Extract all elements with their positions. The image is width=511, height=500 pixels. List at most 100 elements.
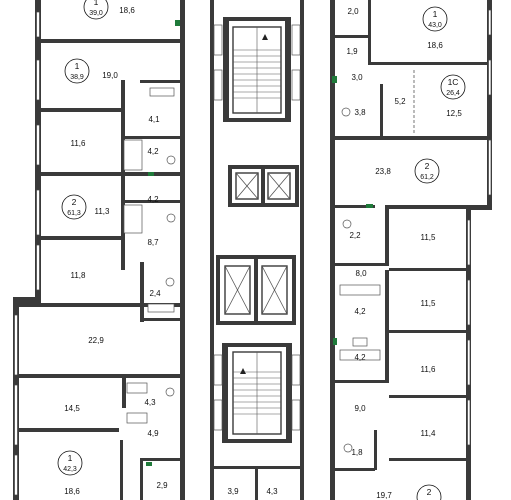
room-area: 8,7	[147, 238, 159, 247]
bathtub	[126, 382, 148, 394]
toilet	[165, 387, 175, 397]
shaft	[291, 354, 301, 386]
room-area: 11,8	[71, 271, 87, 280]
unit-number: 1	[94, 0, 99, 7]
window	[36, 124, 40, 166]
window	[467, 339, 471, 386]
room-area: 11,4	[421, 429, 437, 438]
bathtub	[123, 139, 143, 171]
room-area: 8,0	[355, 269, 367, 278]
entry-marker	[366, 204, 373, 208]
room-area: 11,6	[421, 365, 437, 374]
unit-area: 38,9	[70, 74, 84, 81]
room-area: 3,0	[351, 73, 363, 82]
toilet	[166, 213, 176, 223]
left-wing	[13, 0, 185, 500]
room-area: 11,5	[421, 233, 437, 242]
toilet	[342, 219, 352, 229]
room-area: 4,2	[147, 147, 159, 156]
room-area: 2,2	[349, 231, 361, 240]
window	[36, 11, 40, 38]
room-area: 14,5	[64, 404, 80, 413]
window	[467, 279, 471, 326]
entry-marker	[333, 338, 337, 345]
unit-marker-1-top-right: 1 43,0	[422, 6, 448, 32]
unit-marker-2-bottom-right: 2	[416, 484, 442, 500]
room-area: 18,6	[119, 6, 135, 15]
window	[14, 314, 18, 376]
room-area: 4,9	[147, 429, 159, 438]
room-area: 18,6	[427, 41, 443, 50]
toilet	[165, 277, 175, 287]
window	[488, 59, 492, 96]
shaft	[213, 24, 223, 56]
room-area: 4,3	[144, 398, 156, 407]
elevator-large-left	[224, 265, 251, 315]
sink	[147, 303, 175, 313]
room-area: 18,6	[64, 487, 80, 496]
bathtub	[339, 284, 381, 296]
room-area: 2,9	[156, 481, 168, 490]
unit-marker-1-left-upper: 1 38,9	[64, 58, 90, 84]
unit-number: 1С	[448, 77, 459, 87]
unit-marker-1c-right: 1С 26,4	[440, 74, 466, 100]
unit-area: 61,3	[67, 210, 81, 217]
room-area: 2,4	[149, 289, 161, 298]
room-area: 9,0	[354, 404, 366, 413]
shaft	[213, 399, 223, 431]
unit-marker-1-top-left: 1 39,0	[83, 0, 109, 20]
room-area: 5,2	[394, 97, 406, 106]
room-labels: 18,6 19,0 4,1 11,6 4,2 4,2 11,3 8,7 11,8…	[64, 6, 462, 500]
unit-area: 61,2	[420, 174, 434, 181]
shaft	[291, 399, 301, 431]
central-core	[210, 0, 304, 500]
bathtub	[339, 349, 381, 361]
window	[36, 189, 40, 236]
unit-number: 1	[75, 61, 80, 71]
entry-marker	[332, 76, 337, 83]
unit-number: 2	[427, 487, 432, 497]
unit-marker-2-right: 2 61,2	[414, 158, 440, 184]
unit-marker-1-left-bottom: 1 42,3	[57, 450, 83, 476]
room-area: 22,9	[88, 336, 104, 345]
room-area: 4,2	[147, 195, 159, 204]
bathtub	[126, 412, 148, 424]
shaft	[291, 24, 301, 56]
unit-marker-2-left: 2 61,3	[61, 194, 87, 220]
room-area: 2,0	[347, 7, 359, 16]
shaft	[213, 69, 223, 101]
unit-area: 39,0	[89, 10, 103, 17]
elevator-small-right	[267, 172, 291, 200]
window	[467, 399, 471, 446]
window	[36, 59, 40, 101]
entry-marker	[175, 20, 180, 26]
toilet	[341, 107, 351, 117]
room-area: 4,3	[266, 487, 278, 496]
room-area: 4,2	[354, 307, 366, 316]
room-area: 3,8	[354, 108, 366, 117]
room-area: 11,6	[71, 139, 87, 148]
sink	[352, 337, 368, 347]
unit-area: 42,3	[63, 466, 77, 473]
room-area: 11,3	[95, 207, 111, 216]
unit-number: 2	[72, 197, 77, 207]
room-area: 19,7	[376, 491, 392, 500]
room-area: 12,5	[446, 109, 462, 118]
room-area: 1,9	[346, 47, 358, 56]
room-area: 23,8	[375, 167, 391, 176]
window	[14, 454, 18, 496]
room-area: 1,8	[351, 448, 363, 457]
toilet	[166, 155, 176, 165]
unit-number: 1	[68, 453, 73, 463]
unit-number: 1	[433, 9, 438, 19]
elevator-small-left	[235, 172, 259, 200]
entry-marker	[146, 462, 152, 466]
window	[488, 139, 492, 196]
room-area: 19,0	[102, 71, 118, 80]
shaft	[213, 354, 223, 386]
upper-stair-treads	[233, 49, 281, 99]
toilet	[343, 443, 353, 453]
window	[36, 244, 40, 291]
room-area: 4,1	[148, 115, 160, 124]
unit-number: 2	[425, 161, 430, 171]
